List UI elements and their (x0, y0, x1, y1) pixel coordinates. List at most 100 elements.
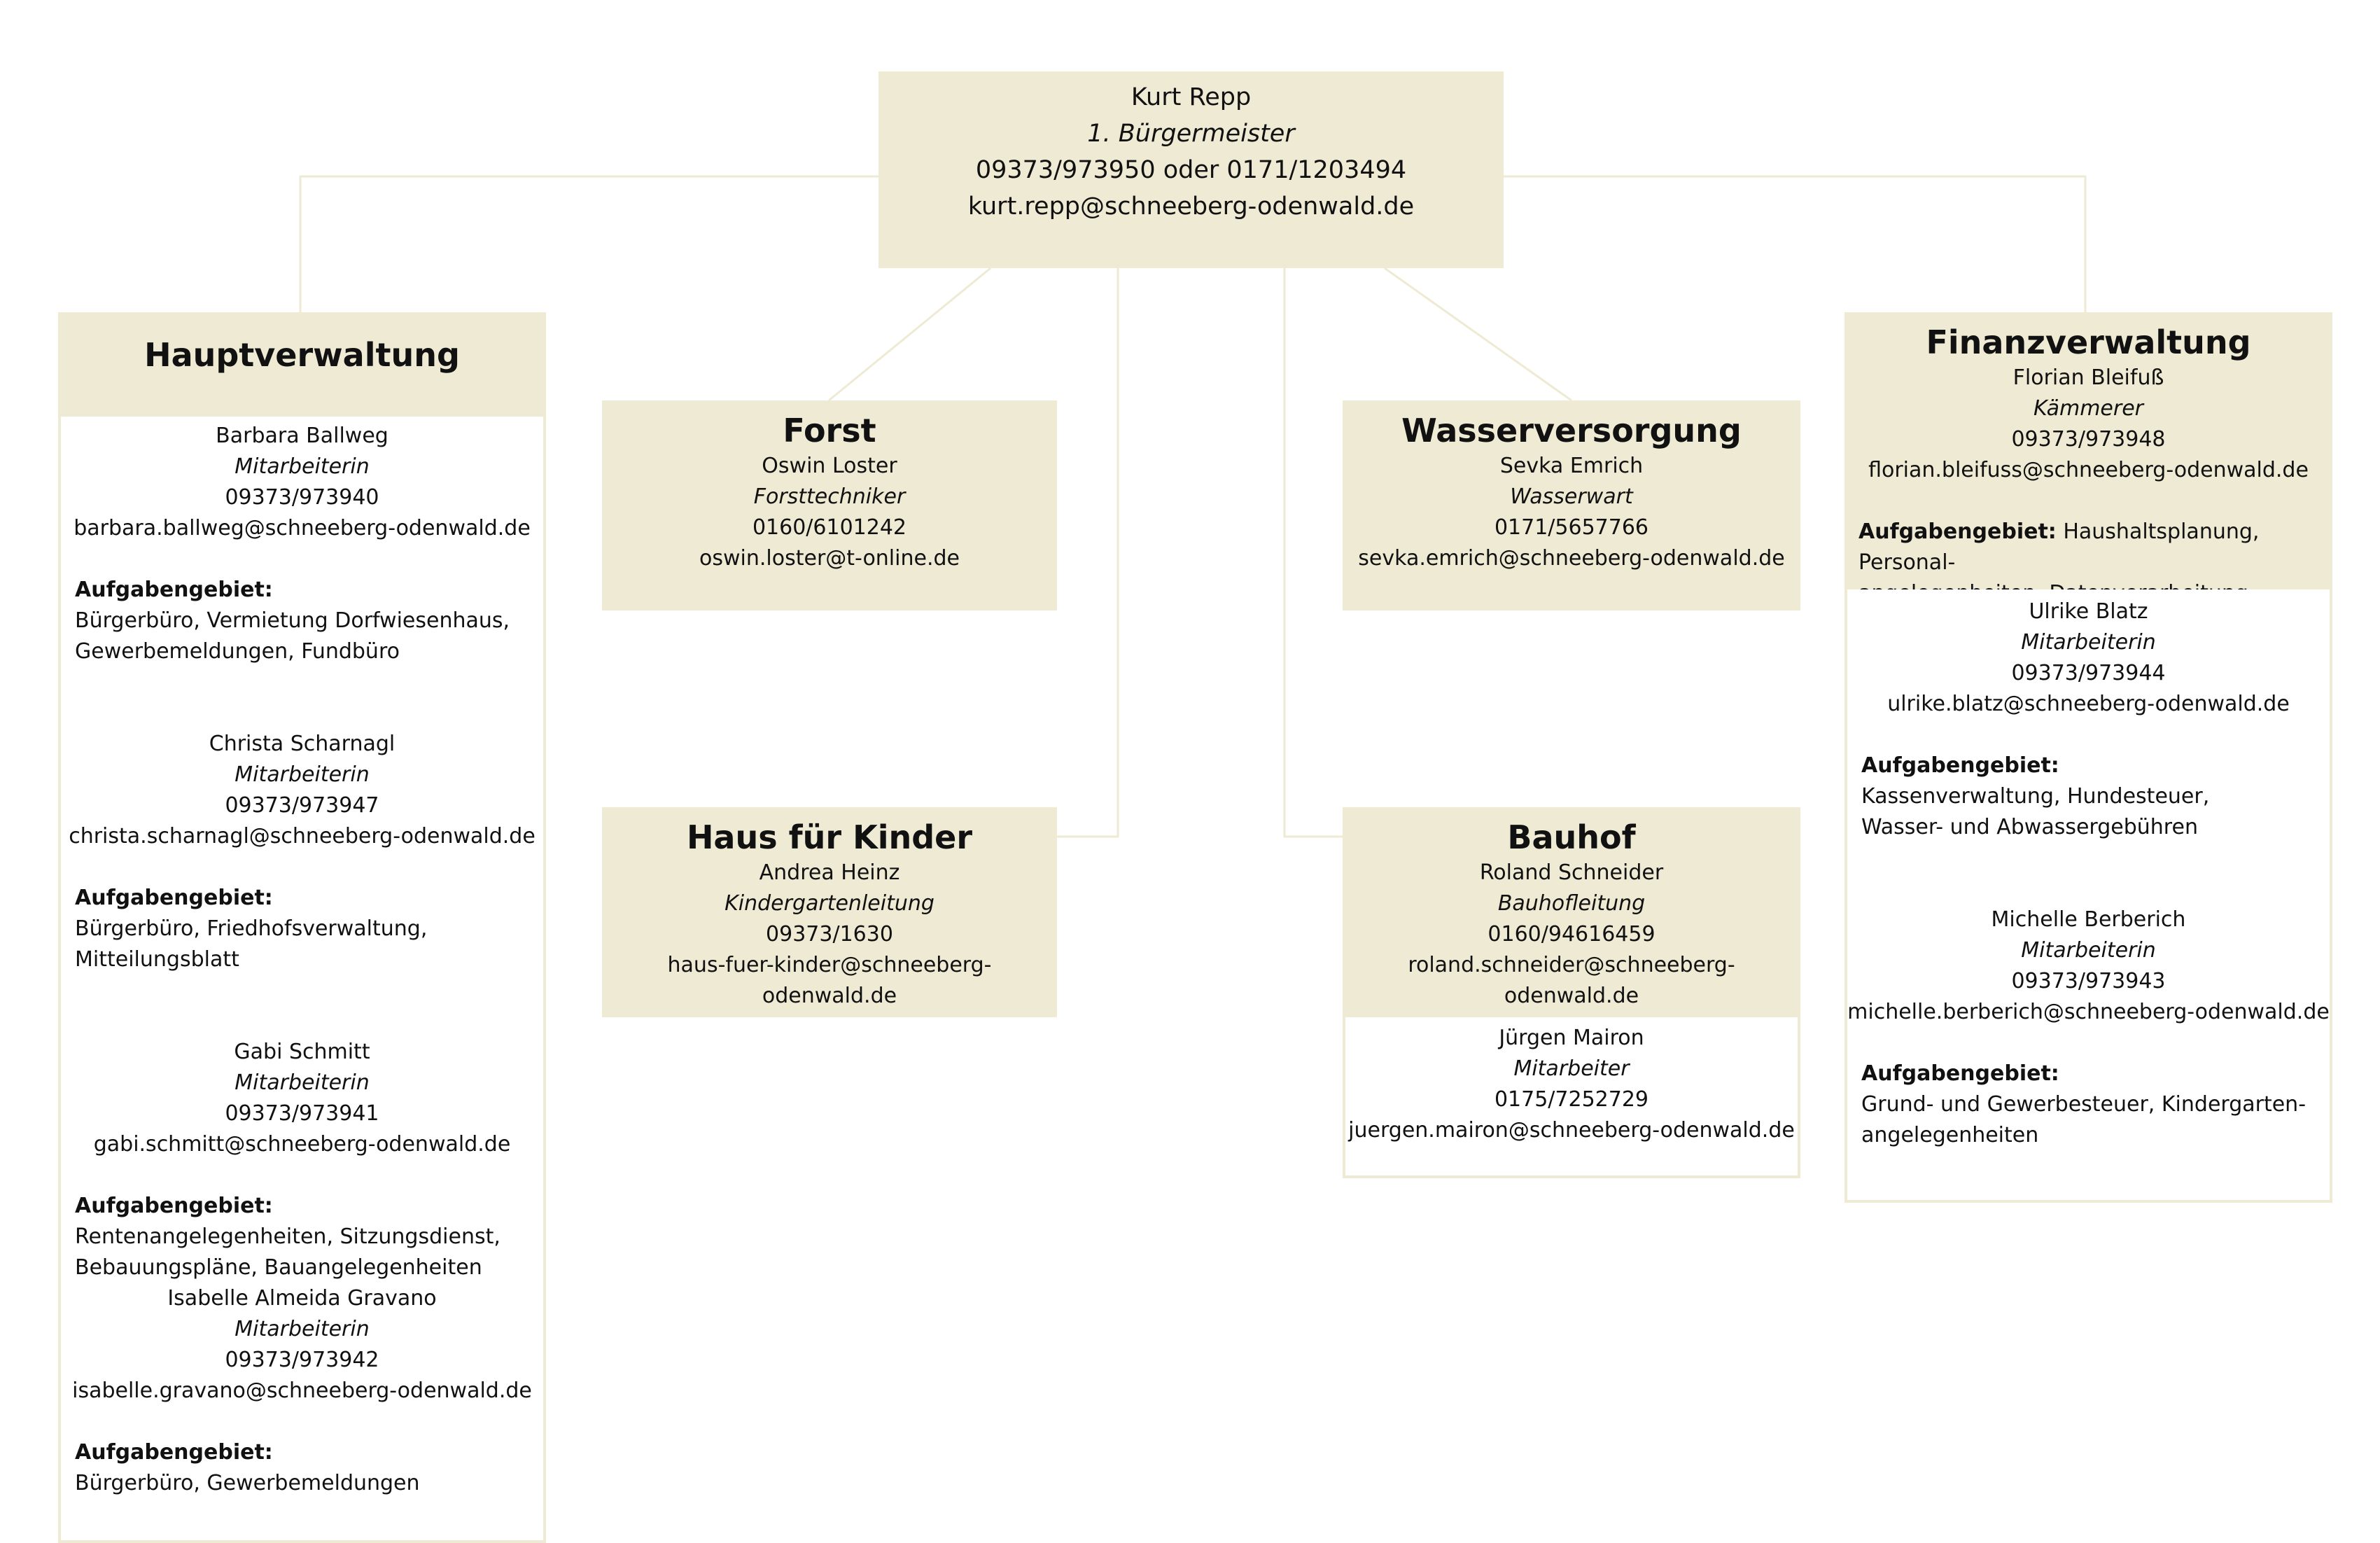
haus-fuer-kinder-email: haus-fuer-kinder@schneeberg-odenwald.de (667, 953, 992, 1008)
tasks-line: Mitteilungsblatt (75, 947, 239, 972)
staff-member: Barbara Ballweg Mitarbeiterin 09373/9739… (61, 421, 543, 667)
member-email: barbara.ballweg@schneeberg-odenwald.de (74, 516, 531, 540)
forst-name: Oswin Loster (762, 454, 897, 478)
connector-wasserversorgung (1384, 267, 1572, 402)
member-email: isabelle.gravano@schneeberg-odenwald.de (72, 1378, 532, 1403)
mayor-phone: 09373/973950 oder 0171/1203494 (975, 156, 1407, 184)
bauhof-name: Roland Schneider (1479, 860, 1664, 885)
tasks-line: Grund- und Gewerbesteuer, Kindergarten- (1861, 1092, 2306, 1117)
bauhof-staff-email: juergen.mairon@schneeberg-odenwald.de (1348, 1118, 1795, 1143)
forst-role: Forsttechniker (753, 484, 906, 509)
tasks-label: Aufgabengebiet: (75, 886, 273, 910)
finanzverwaltung-header: Finanzverwaltung Florian Bleifuß Kämmere… (1844, 312, 2332, 606)
bauhof-staff: Jürgen Mairon Mitarbeiter 0175/7252729 j… (1343, 1017, 1800, 1178)
member-role: Mitarbeiterin (234, 762, 370, 787)
member-email: ulrike.blatz@schneeberg-odenwald.de (1887, 692, 2290, 716)
member-name: Christa Scharnagl (209, 732, 396, 756)
finanzverwaltung-phone: 09373/973948 (2011, 427, 2166, 452)
member-phone: 09373/973941 (225, 1101, 379, 1126)
wasserversorgung-box: Wasserversorgung Sevka Emrich Wasserwart… (1343, 400, 1800, 610)
tasks-line: Haushaltsplanung, Personal- (1858, 519, 2260, 575)
tasks-line: Bebauungspläne, Bauangelegenheiten (75, 1255, 482, 1280)
bauhof-staff-role: Mitarbeiter (1513, 1056, 1630, 1081)
haus-fuer-kinder-title: Haus für Kinder (686, 818, 973, 856)
connector-haus-fuer-kinder (1054, 268, 1119, 838)
staff-member: Michelle Berberich Mitarbeiterin 09373/9… (1847, 905, 2330, 1151)
member-role: Mitarbeiterin (234, 1070, 370, 1095)
member-email: michelle.berberich@schneeberg-odenwald.d… (1847, 1000, 2330, 1024)
connector-hauptverwaltung (299, 175, 878, 312)
haus-fuer-kinder-phone: 09373/1630 (766, 922, 893, 947)
hauptverwaltung-title: Hauptverwaltung (144, 336, 460, 374)
bauhof-title: Bauhof (1507, 818, 1636, 856)
member-email: gabi.schmitt@schneeberg-odenwald.de (93, 1132, 511, 1157)
member-name: Michelle Berberich (1991, 907, 2186, 932)
connector-bauhof (1283, 268, 1343, 838)
tasks-label: Aufgabengebiet: (1858, 519, 2057, 544)
tasks-label: Aufgabengebiet: (1861, 1061, 2059, 1086)
forst-email: oswin.loster@t-online.de (699, 546, 960, 571)
finanzverwaltung-name: Florian Bleifuß (2012, 365, 2164, 390)
tasks-line: Bürgerbüro, Friedhofsverwaltung, (75, 916, 428, 941)
wasserversorgung-name: Sevka Emrich (1499, 454, 1644, 478)
hauptverwaltung-header: Hauptverwaltung (58, 312, 546, 417)
member-phone: 09373/973940 (225, 485, 379, 510)
member-name: Barbara Ballweg (216, 424, 388, 448)
member-phone: 09373/973943 (2011, 969, 2166, 993)
connector-finanzverwaltung (1504, 175, 2087, 312)
staff-member: Ulrike Blatz Mitarbeiterin 09373/973944 … (1847, 596, 2330, 843)
member-role: Mitarbeiterin (234, 454, 370, 479)
tasks-line: angelegenheiten (1861, 1123, 2039, 1147)
member-role: Mitarbeiterin (2021, 938, 2156, 963)
staff-member: Gabi Schmitt Mitarbeiterin 09373/973941 … (61, 1037, 543, 1283)
forst-box: Forst Oswin Loster Forsttechniker 0160/6… (602, 400, 1057, 610)
member-email: christa.scharnagl@schneeberg-odenwald.de (69, 824, 536, 849)
tasks-line: Gewerbemeldungen, Fundbüro (75, 639, 400, 664)
wasserversorgung-role: Wasserwart (1510, 484, 1633, 509)
tasks-line: Bürgerbüro, Vermietung Dorfwiesenhaus, (75, 608, 510, 633)
bauhof-phone: 0160/94616459 (1488, 922, 1656, 947)
member-role: Mitarbeiterin (234, 1317, 370, 1341)
wasserversorgung-title: Wasserversorgung (1401, 412, 1742, 449)
member-name: Ulrike Blatz (2029, 599, 2148, 624)
finanzverwaltung-title: Finanzverwaltung (1926, 323, 2251, 361)
mayor-box: Kurt Repp 1. Bürgermeister 09373/973950 … (878, 71, 1504, 268)
member-name: Gabi Schmitt (234, 1040, 370, 1064)
tasks-label: Aufgabengebiet: (75, 578, 273, 602)
hauptverwaltung-staff: Barbara Ballweg Mitarbeiterin 09373/9739… (58, 417, 546, 1543)
staff-member: Isabelle Almeida Gravano Mitarbeiterin 0… (61, 1283, 543, 1499)
forst-phone: 0160/6101242 (752, 515, 907, 540)
member-role: Mitarbeiterin (2021, 630, 2156, 655)
tasks-line: Wasser- und Abwassergebühren (1861, 815, 2198, 839)
haus-fuer-kinder-box: Haus für Kinder Andrea Heinz Kindergarte… (602, 807, 1057, 1017)
mayor-role: 1. Bürgermeister (1087, 120, 1295, 148)
finanzverwaltung-staff: Ulrike Blatz Mitarbeiterin 09373/973944 … (1844, 589, 2332, 1203)
haus-fuer-kinder-role: Kindergartenleitung (724, 891, 934, 916)
bauhof-role: Bauhofleitung (1497, 891, 1646, 916)
bauhof-staff-name: Jürgen Mairon (1499, 1026, 1644, 1050)
member-phone: 09373/973942 (225, 1348, 379, 1372)
member-phone: 09373/973947 (225, 793, 379, 818)
finanzverwaltung-role: Kämmerer (2033, 396, 2144, 421)
forst-title: Forst (783, 412, 876, 449)
haus-fuer-kinder-name: Andrea Heinz (759, 860, 900, 885)
tasks-label: Aufgabengebiet: (75, 1440, 273, 1465)
staff-member: Christa Scharnagl Mitarbeiterin 09373/97… (61, 729, 543, 975)
tasks-line: Kassenverwaltung, Hundesteuer, (1861, 784, 2210, 809)
finanzverwaltung-email: florian.bleifuss@schneeberg-odenwald.de (1868, 458, 2309, 482)
bauhof-staff-phone: 0175/7252729 (1494, 1087, 1649, 1112)
connector-forst (828, 267, 991, 402)
wasserversorgung-phone: 0171/5657766 (1494, 515, 1649, 540)
bauhof-email: roland.schneider@schneeberg-odenwald.de (1408, 953, 1735, 1008)
member-phone: 09373/973944 (2011, 661, 2166, 685)
tasks-line: Bürgerbüro, Gewerbemeldungen (75, 1471, 420, 1495)
wasserversorgung-email: sevka.emrich@schneeberg-odenwald.de (1358, 546, 1785, 571)
bauhof-box: Bauhof Roland Schneider Bauhofleitung 01… (1343, 807, 1800, 1017)
member-name: Isabelle Almeida Gravano (167, 1286, 437, 1311)
tasks-label: Aufgabengebiet: (75, 1194, 273, 1218)
mayor-name: Kurt Repp (1130, 83, 1252, 111)
tasks-label: Aufgabengebiet: (1861, 753, 2059, 778)
mayor-email: kurt.repp@schneeberg-odenwald.de (967, 193, 1415, 221)
tasks-line: Rentenangelegenheiten, Sitzungsdienst, (75, 1224, 500, 1249)
